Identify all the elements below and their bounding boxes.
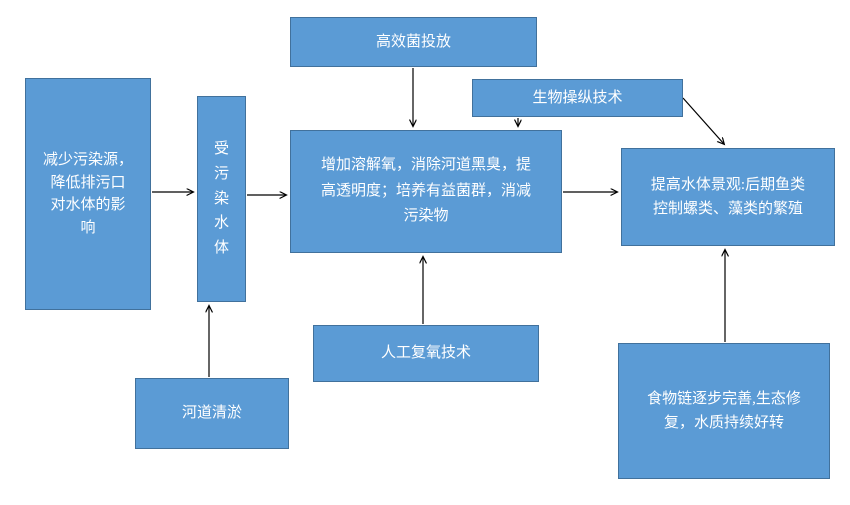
node-bio-manipulation-technology-label: 生物操纵技术 (532, 89, 623, 106)
node-reduce-pollution-source: 减少污染源， 降低排污口 对水体的影 响 (25, 78, 151, 310)
node-artificial-reoxygenation-label: 人工复氧技术 (380, 345, 471, 362)
node-core-treatment-effects-label: 增加溶解氧，消除河道黑臭，提 高透明度；培养有益菌群，消减 污染物 (320, 157, 531, 225)
node-artificial-reoxygenation: 人工复氧技术 (313, 325, 539, 382)
node-reduce-pollution-source-label: 减少污染源， 降低排污口 对水体的影 响 (42, 152, 133, 236)
node-core-treatment-effects: 增加溶解氧，消除河道黑臭，提 高透明度；培养有益菌群，消减 污染物 (290, 130, 562, 253)
node-polluted-water-body-label: 受 污 染 水 体 (213, 141, 229, 257)
arrow-bio-manipulation-to-water-landscape (682, 97, 724, 144)
node-river-dredging-label: 河道清淤 (181, 405, 242, 422)
node-bio-manipulation-technology: 生物操纵技术 (472, 79, 683, 117)
node-food-chain-recovery-label: 食物链逐步完善,生态修 复，水质持续好转 (647, 391, 801, 431)
node-food-chain-recovery: 食物链逐步完善,生态修 复，水质持续好转 (618, 343, 830, 479)
node-efficient-bacteria-dosing: 高效菌投放 (290, 17, 537, 67)
node-efficient-bacteria-dosing-label: 高效菌投放 (375, 33, 451, 50)
node-river-dredging: 河道清淤 (135, 378, 289, 449)
node-polluted-water-body: 受 污 染 水 体 (197, 96, 246, 302)
node-improve-water-landscape: 提高水体景观:后期鱼类 控制螺类、藻类的繁殖 (621, 148, 835, 246)
node-improve-water-landscape-label: 提高水体景观:后期鱼类 控制螺类、藻类的繁殖 (650, 177, 806, 217)
